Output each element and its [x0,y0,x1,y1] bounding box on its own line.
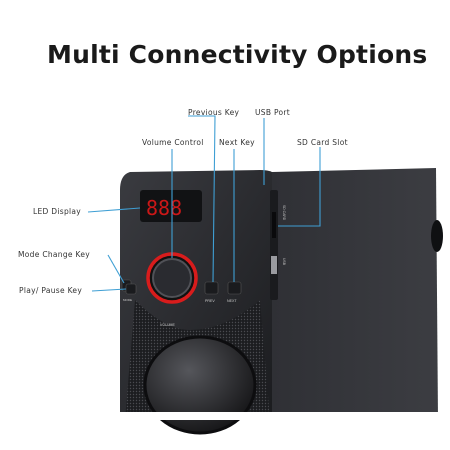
callout-play-pause-key [91,288,127,292]
sd-label: SD CARD [282,205,286,221]
volume-label: VOLUME [160,323,175,327]
mode-button-label: MODE [123,298,132,302]
next-button[interactable] [227,281,242,295]
woofer-cone [145,337,255,433]
led-display-digits: 888 [146,196,182,220]
label-previous-key: Previous Key [188,108,240,117]
bass-port-icon [431,220,443,252]
port-strip [270,190,278,300]
prev-button-label: PREV [205,299,215,303]
label-sd-card-slot: SD Card Slot [297,138,348,147]
woofer-surround [143,335,257,435]
subwoofer-side-panel [272,168,438,420]
label-next-key: Next Key [219,138,255,147]
label-led-display: LED Display [33,207,82,216]
sd-card-slot[interactable] [272,212,276,238]
next-button-label: NEXT [227,299,237,303]
callout-lines [87,115,321,292]
label-play-pause-key: Play/ Pause Key [19,286,83,295]
usb-label: USB [282,258,286,266]
callout-previous-key [188,115,216,283]
usb-port[interactable] [271,256,277,274]
led-display-panel [140,190,202,222]
callout-sd-card-slot [278,147,321,227]
play-pause-button[interactable] [125,283,137,295]
label-usb-port: USB Port [255,108,291,117]
callout-mode-change-key [107,254,125,284]
previous-button[interactable] [204,281,219,295]
label-mode-change-key: Mode Change Key [18,250,91,259]
label-volume-control: Volume Control [142,138,204,147]
callout-led-display [87,207,141,213]
volume-knob[interactable] [152,258,192,298]
page-title: Multi Connectivity Options [47,40,428,69]
